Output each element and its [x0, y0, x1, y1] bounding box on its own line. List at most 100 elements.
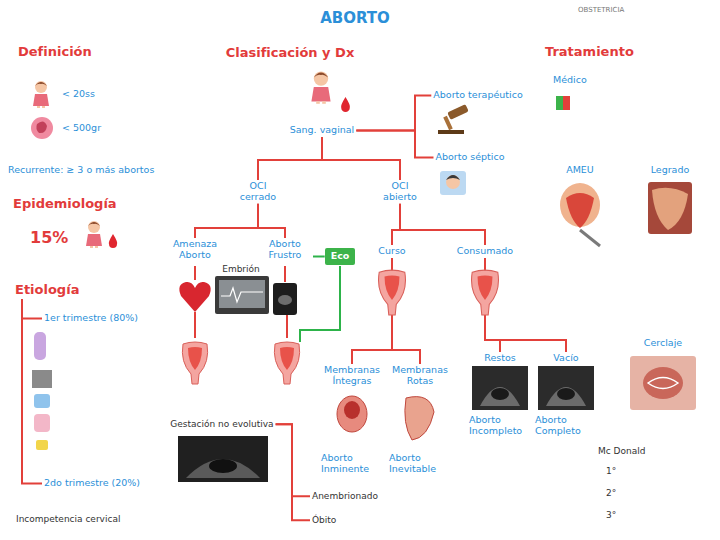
label-block: Definición [18, 45, 92, 60]
label-block: AMEU [566, 165, 594, 176]
finding-label: Vacío [551, 352, 580, 365]
baby-icon [86, 221, 102, 248]
branch-line [286, 315, 288, 338]
membrane-drawing [344, 401, 360, 419]
connector-line [313, 256, 325, 258]
finding-label: Óbito [310, 514, 338, 526]
label-block: Mc Donald [598, 446, 645, 456]
node-text: Gestación no evolutiva [170, 419, 273, 429]
ultrasound-icon [273, 283, 297, 315]
treatment-label: Cerclaje [644, 338, 682, 349]
hormone-icon [36, 440, 48, 450]
ameu-drawing [566, 193, 594, 228]
heart-icon [179, 282, 210, 312]
uterus-icon [34, 414, 50, 432]
definition-value: < 500gr [62, 123, 101, 134]
baby-icon [33, 81, 49, 108]
fetus-icon [36, 121, 47, 133]
type-label: Aborto Completo [535, 415, 597, 437]
label-block: Tratamiento [545, 45, 634, 60]
label-block: 1° [606, 466, 616, 476]
type-label: Aborto terapéutico [431, 89, 524, 102]
symptom-label: Sang. vaginal [288, 124, 357, 137]
connector-line [400, 204, 485, 245]
connector-line [276, 424, 310, 520]
ameu-drawing [560, 183, 600, 227]
connector-line [195, 204, 258, 238]
stat-value: 15% [30, 229, 68, 247]
ultrasound-image [209, 459, 237, 473]
node-text: 1er trimestre (80%) [44, 313, 138, 324]
cerclage-drawing [630, 356, 696, 410]
eco-line [300, 266, 340, 342]
connector-line [322, 137, 400, 180]
ultrasound-image [186, 459, 260, 478]
node-text: Aborto Frustro [259, 239, 311, 261]
ameu-drawing [580, 230, 600, 246]
technique-label: Mc Donald [598, 446, 645, 456]
uterus-drawing [274, 342, 299, 384]
branch-label: OCI cerrado [230, 180, 286, 204]
ultrasound-image [178, 436, 268, 482]
node-text: Eco [331, 251, 350, 262]
legrado-drawing [648, 182, 692, 234]
branch-line [194, 266, 196, 280]
legrado-drawing [652, 188, 688, 230]
definition-note: Recurrente: ≥ 3 o más abortos [8, 165, 154, 176]
uterus-drawing [472, 270, 499, 315]
type-label: Consumado [455, 245, 515, 258]
node-text: Curso [378, 246, 405, 257]
ultrasound-image [538, 366, 594, 410]
label-block: Aborto Inminente [321, 453, 383, 475]
step-number: 1° [606, 466, 616, 476]
node-text: Aborto terapéutico [433, 90, 522, 101]
uterus-drawing [182, 342, 207, 384]
branch-line [194, 312, 196, 338]
pill-icon [563, 96, 570, 110]
connector-line [356, 96, 431, 131]
cerclage-drawing [643, 367, 683, 399]
type-label: Membranas Rotas [389, 364, 451, 388]
diagram-title: ABORTO [320, 10, 390, 27]
finding-label: Restos [482, 352, 517, 365]
type-label: Aborto Frustro [257, 238, 313, 262]
microscope-icon [32, 370, 52, 388]
type-label: Aborto Incompleto [469, 415, 531, 437]
label-block: Aborto Incompleto [469, 415, 531, 437]
node-text: Vacío [553, 353, 578, 364]
label-block: Recurrente: ≥ 3 o más abortos [8, 165, 154, 176]
cause-note: Incompetencia cervical [16, 514, 120, 524]
label-block: 2° [606, 488, 616, 498]
cause-label: 1er trimestre (80%) [42, 312, 140, 325]
node-text: OCI abierto [374, 181, 426, 203]
type-label: Membranas Íntegras [319, 364, 385, 388]
ultrasound-icon [278, 295, 292, 305]
eco-box: Eco [325, 248, 356, 265]
cause-label: 2do trimestre (20%) [42, 477, 142, 490]
treatment-label: AMEU [566, 165, 594, 176]
monitor-icon [215, 276, 269, 314]
connector-line [22, 299, 42, 484]
gavel-icon [443, 116, 453, 130]
title-block: ABORTO [320, 10, 390, 27]
type-label: Curso [376, 245, 407, 258]
node-text: Clasificación y Dx [226, 46, 355, 61]
treatment-label: Médico [553, 75, 587, 86]
label-block: Incompetencia cervical [16, 514, 120, 524]
connector-line [258, 204, 285, 238]
label-block: OBSTETRICIA [578, 6, 624, 14]
connector-line [356, 131, 433, 158]
monitor-icon [219, 280, 265, 308]
gavel-icon [438, 130, 464, 134]
septic-icon [446, 175, 460, 180]
definition-value: < 20ss [62, 89, 95, 100]
label-block: Embrión [222, 264, 260, 274]
label-block: Aborto Inevitable [389, 453, 451, 475]
node-text: Sang. vaginal [290, 125, 355, 136]
finding-label: Gestación no evolutiva [168, 418, 275, 430]
node-text: Consumado [457, 246, 513, 257]
label-block: Epidemiología [13, 197, 117, 212]
membrane-drawing [337, 396, 367, 432]
